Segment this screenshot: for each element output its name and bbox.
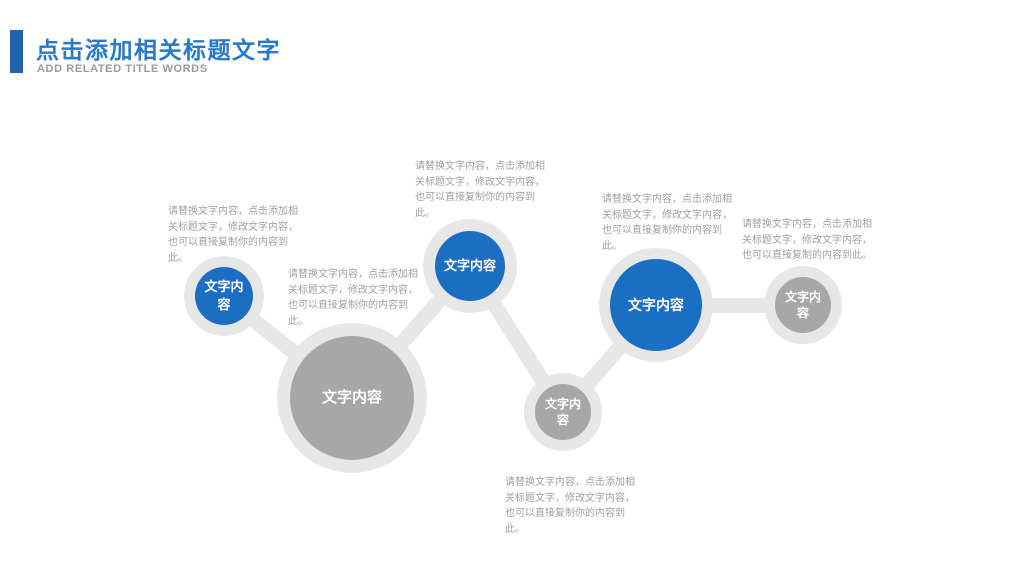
node-circle: 文字内容 (435, 231, 505, 301)
diagram-node-4: 文字内容 (524, 373, 602, 451)
description-text-2: 请替换文字内容，点击添加相关标题文字，修改文字内容，也可以直接复制你的内容到此。 (288, 269, 418, 327)
diagram-node-6: 文字内容 (764, 266, 842, 344)
page-title: 点击添加相关标题文字 (36, 37, 281, 63)
title-accent-bar (10, 30, 23, 73)
node-circle: 文字内容 (290, 336, 414, 460)
description-text-1: 请替换文字内容，点击添加相关标题文字，修改文字内容，也可以直接复制你的内容到此。 (168, 206, 298, 264)
node-label: 文字内容 (544, 396, 581, 427)
node-label: 文字内容 (784, 289, 821, 320)
node-circle: 文字内容 (610, 259, 702, 351)
description-text-5: 请替换文字内容，点击添加相关标题文字，修改文字内容，也可以直接复制的内容到此。 (742, 219, 872, 261)
description-text-4: 请替换文字内容，点击添加相关标题文字，修改文字内容，也可以直接复制你的内容到此。 (602, 194, 732, 252)
diagram-node-1: 文字内容 (184, 256, 264, 336)
page-subtitle: ADD RELATED TITLE WORDS (37, 63, 208, 75)
node-circle: 文字内容 (195, 267, 253, 325)
node-label: 文字内容 (443, 258, 496, 274)
diagram-node-3: 文字内容 (423, 219, 517, 313)
description-text-3: 请替换文字内容，点击添加相关标题文字，修改文字内容，也可以直接复制你的内容到此。 (415, 161, 545, 219)
node-label: 文字内容 (321, 388, 382, 406)
node-label: 文字内容 (204, 279, 244, 312)
node-circle: 文字内容 (775, 277, 831, 333)
node-circle: 文字内容 (535, 384, 591, 440)
description-text-6: 请替换文字内容，点击添加相关标题文字，修改文字内容，也可以直接复制你的内容到此。 (505, 477, 635, 535)
diagram-node-5: 文字内容 (599, 248, 713, 362)
diagram-node-2: 文字内容 (277, 323, 427, 473)
node-label: 文字内容 (628, 296, 684, 313)
